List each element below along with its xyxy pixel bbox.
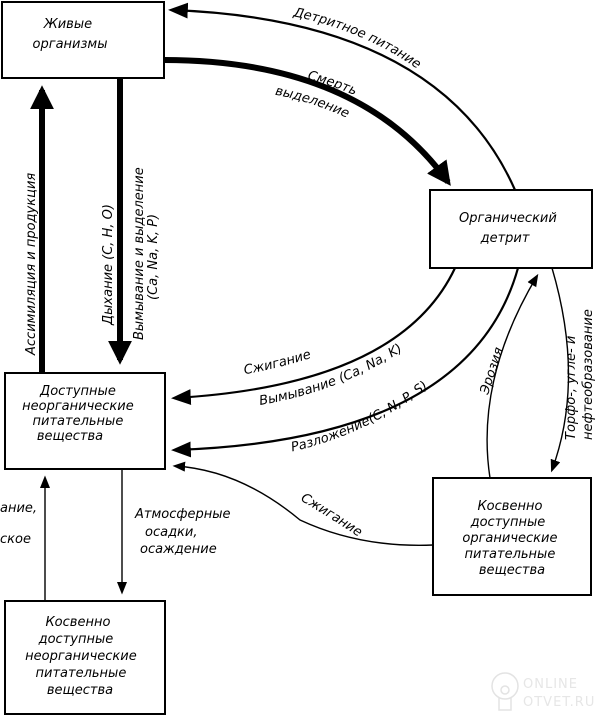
label-cut-left-1: ание, <box>0 501 37 516</box>
label-erosion: Эрозия <box>477 345 507 397</box>
watermark-line-2: OTVET.RU <box>523 695 595 710</box>
label-peat-2: нефтеобразование <box>581 309 596 440</box>
arrow-death-excretion <box>163 57 451 186</box>
box-living-organisms-text: Живые организмы <box>33 17 108 52</box>
arrow-decomposition <box>171 267 520 458</box>
watermark: ONLINE OTVET.RU <box>491 672 595 711</box>
label-leaching-excretion-2: (Ca, Na, K, P) <box>146 214 161 300</box>
box-indirect-inorganic <box>4 600 166 715</box>
box-organic-detritus <box>429 189 593 269</box>
lightbulb-icon <box>491 672 519 711</box>
watermark-line-1: ONLINE <box>523 677 578 692</box>
arrow-erosion <box>486 273 539 479</box>
label-precipitation: Атмосферные осадки, осаждение <box>134 507 235 557</box>
label-leaching: Вымывание (Ca, Na, K) <box>258 341 405 409</box>
arrow-peat-formation <box>550 267 570 473</box>
box-available-inorganic <box>4 372 166 470</box>
box-indirect-organic-text: Косвенно доступные органические питатель… <box>462 499 561 578</box>
label-cut-left-2: ское <box>0 532 31 547</box>
label-peat-1: Торфо-, угле- и <box>564 336 579 440</box>
arrow-burning-leaching <box>171 267 456 405</box>
label-respiration: Дыхание (C, H, O) <box>101 204 116 326</box>
label-assimilation: Ассимиляция и продукция <box>24 173 39 356</box>
box-available-inorganic-text: Доступные неорганические питательные вещ… <box>22 384 138 444</box>
label-burning-top: Сжигание <box>243 347 313 378</box>
label-leaching-excretion-1: Вымывание и выделение <box>132 167 147 340</box>
label-detrital-feeding: Детритное питание <box>291 5 423 72</box>
box-organic-detritus-text: Органический детрит <box>459 211 561 246</box>
box-indirect-organic <box>432 477 592 596</box>
box-indirect-inorganic-text: Косвенно доступные неорганические питате… <box>25 615 141 698</box>
arrow-detrital-feeding <box>168 2 517 191</box>
arrow-burning-indirect <box>172 461 434 546</box>
box-living-organisms <box>1 1 165 79</box>
